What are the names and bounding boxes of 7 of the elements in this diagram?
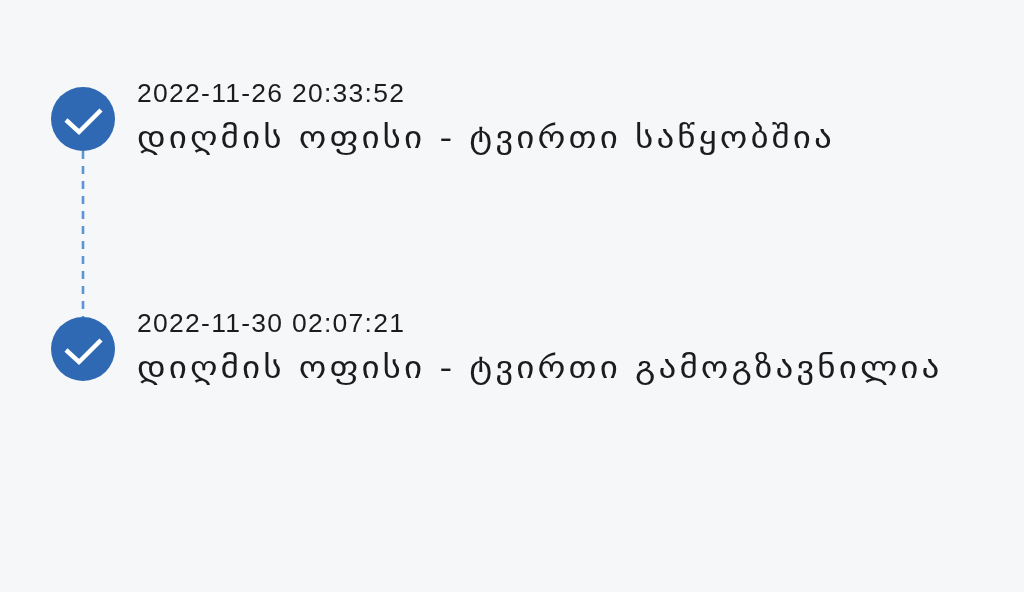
timeline-connector [81,151,85,317]
check-circle-icon [51,87,115,151]
status-text: დიღმის ოფისი - ტვირთი გამოგზავნილია [137,350,943,386]
status-text: დიღმის ოფისი - ტვირთი საწყობშია [137,120,835,156]
timestamp: 2022-11-26 20:33:52 [137,78,406,108]
timestamp: 2022-11-30 02:07:21 [137,308,406,338]
check-circle-icon [51,317,115,381]
